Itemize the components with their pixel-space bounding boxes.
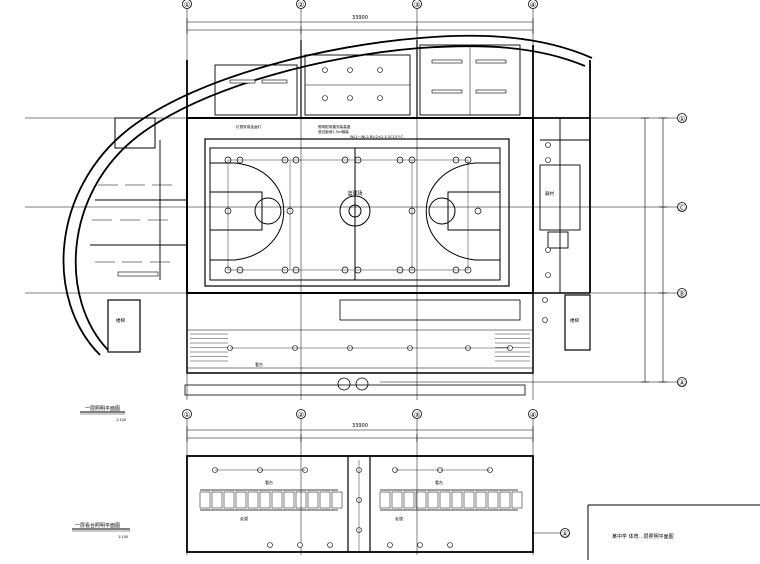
stall-cell <box>247 491 259 509</box>
note-line-4: 灯具采用金卤灯 <box>236 124 262 129</box>
court-label: 篮球场 <box>347 190 362 197</box>
axis-label-lower-a: Ⓐ <box>562 530 569 538</box>
basketball-court <box>209 147 501 281</box>
axis-label-top-2: ② <box>298 1 304 9</box>
title-block: 某中学 体育…层照明平面图 <box>587 504 760 560</box>
axis-label-right-3: Ⓑ <box>679 290 686 298</box>
stall-cell <box>271 491 283 509</box>
axis-label-top-3: ③ <box>414 1 420 9</box>
stand-label: 看台 <box>255 361 263 367</box>
lower-caption-title: 一层看台照明平面图 <box>75 522 120 529</box>
left-hall-label: 看台 <box>265 479 273 485</box>
axis-label-lower-3: ③ <box>414 411 420 419</box>
axis-bubbles-lower: ① ② ③ ④ <box>182 409 538 419</box>
upper-caption-scale: 1:100 <box>116 418 126 422</box>
stall-cell <box>511 491 523 509</box>
entrance-detail <box>184 377 526 396</box>
outer-curved-wall <box>62 34 593 356</box>
stall-cell <box>259 491 271 509</box>
top-dimension-lower: 33900 <box>352 423 368 429</box>
axis-grid <box>25 8 678 555</box>
axis-label-lower-1: ① <box>184 411 190 419</box>
note-line-2: 底边距地1.5m暗装 <box>318 129 349 134</box>
axis-label-lower-4: ④ <box>530 411 536 419</box>
stairs-right-label: 楼梯 <box>570 317 579 324</box>
north-room-lights <box>229 59 507 101</box>
right-corridor-label: 走道 <box>395 515 403 521</box>
lower-caption-scale: 1:100 <box>118 535 128 539</box>
stall-cell <box>391 491 403 509</box>
axis-bubbles-right: ① Ⓒ Ⓑ Ⓐ <box>677 113 687 387</box>
stall-cell <box>307 491 319 509</box>
dimension-chain-top <box>186 18 534 34</box>
axis-label-right-1: ① <box>679 115 685 123</box>
axis-bubbles-top: ① ② ③ ④ <box>182 0 538 9</box>
court-light-wiring <box>227 159 469 271</box>
title-block-text: 某中学 体育…层照明平面图 <box>612 533 674 540</box>
axis-label-right-4: Ⓐ <box>679 379 686 387</box>
bleacher-steps <box>190 333 530 362</box>
dimension-chain-lower <box>186 426 534 442</box>
upper-caption-title: 一层照明平面图 <box>85 406 120 412</box>
right-wing <box>539 118 591 351</box>
right-hall-label: 看台 <box>435 479 443 485</box>
stairs-left-label: 楼梯 <box>116 317 125 324</box>
stall-cell <box>379 491 391 509</box>
stall-cell <box>211 491 223 509</box>
axis-label-right-2: Ⓒ <box>679 204 686 212</box>
upper-caption: 一层照明平面图 1:100 <box>80 406 126 422</box>
stall-cell <box>451 491 463 509</box>
stall-cell <box>319 491 331 509</box>
stall-cell <box>331 491 343 509</box>
lower-caption: 一层看台照明平面图 1:100 <box>72 522 130 539</box>
lower-lights <box>212 467 493 548</box>
stall-cell <box>199 491 211 509</box>
stall-rows <box>199 491 523 509</box>
stall-cell <box>475 491 487 509</box>
note-line-3: WL1~WL3 BV-2×2.5 SC15 FC <box>350 135 403 139</box>
building-walls <box>186 40 591 294</box>
spectator-stand <box>186 292 534 374</box>
stall-cell <box>415 491 427 509</box>
right-wing-lights <box>542 142 551 323</box>
stall-cell <box>403 491 415 509</box>
axis-label-top-1: ① <box>184 1 190 9</box>
stall-cell <box>295 491 307 509</box>
left-corridor-label: 走道 <box>240 515 248 521</box>
stall-cell <box>487 491 499 509</box>
top-dimension-upper: 33900 <box>352 15 368 21</box>
dimension-chain-right <box>641 117 667 383</box>
note-line-1: 照明配电箱安装高度 <box>318 124 351 129</box>
left-wing <box>90 117 188 353</box>
axis-label-top-4: ④ <box>530 1 536 9</box>
stall-cell <box>283 491 295 509</box>
lower-plan-walls <box>186 455 534 553</box>
court-lights <box>224 156 482 274</box>
stall-cell <box>439 491 451 509</box>
stall-cell <box>499 491 511 509</box>
lighting-notes: 照明配电箱安装高度 底边距地1.5m暗装 WL1~WL3 BV-2×2.5 SC… <box>236 124 403 139</box>
stall-cell <box>223 491 235 509</box>
side-room-label: 器材 <box>545 190 554 197</box>
stall-cell <box>427 491 439 509</box>
left-wing-lights <box>92 184 172 277</box>
stall-cell <box>235 491 247 509</box>
axis-label-lower-2: ② <box>298 411 304 419</box>
stall-cell <box>463 491 475 509</box>
